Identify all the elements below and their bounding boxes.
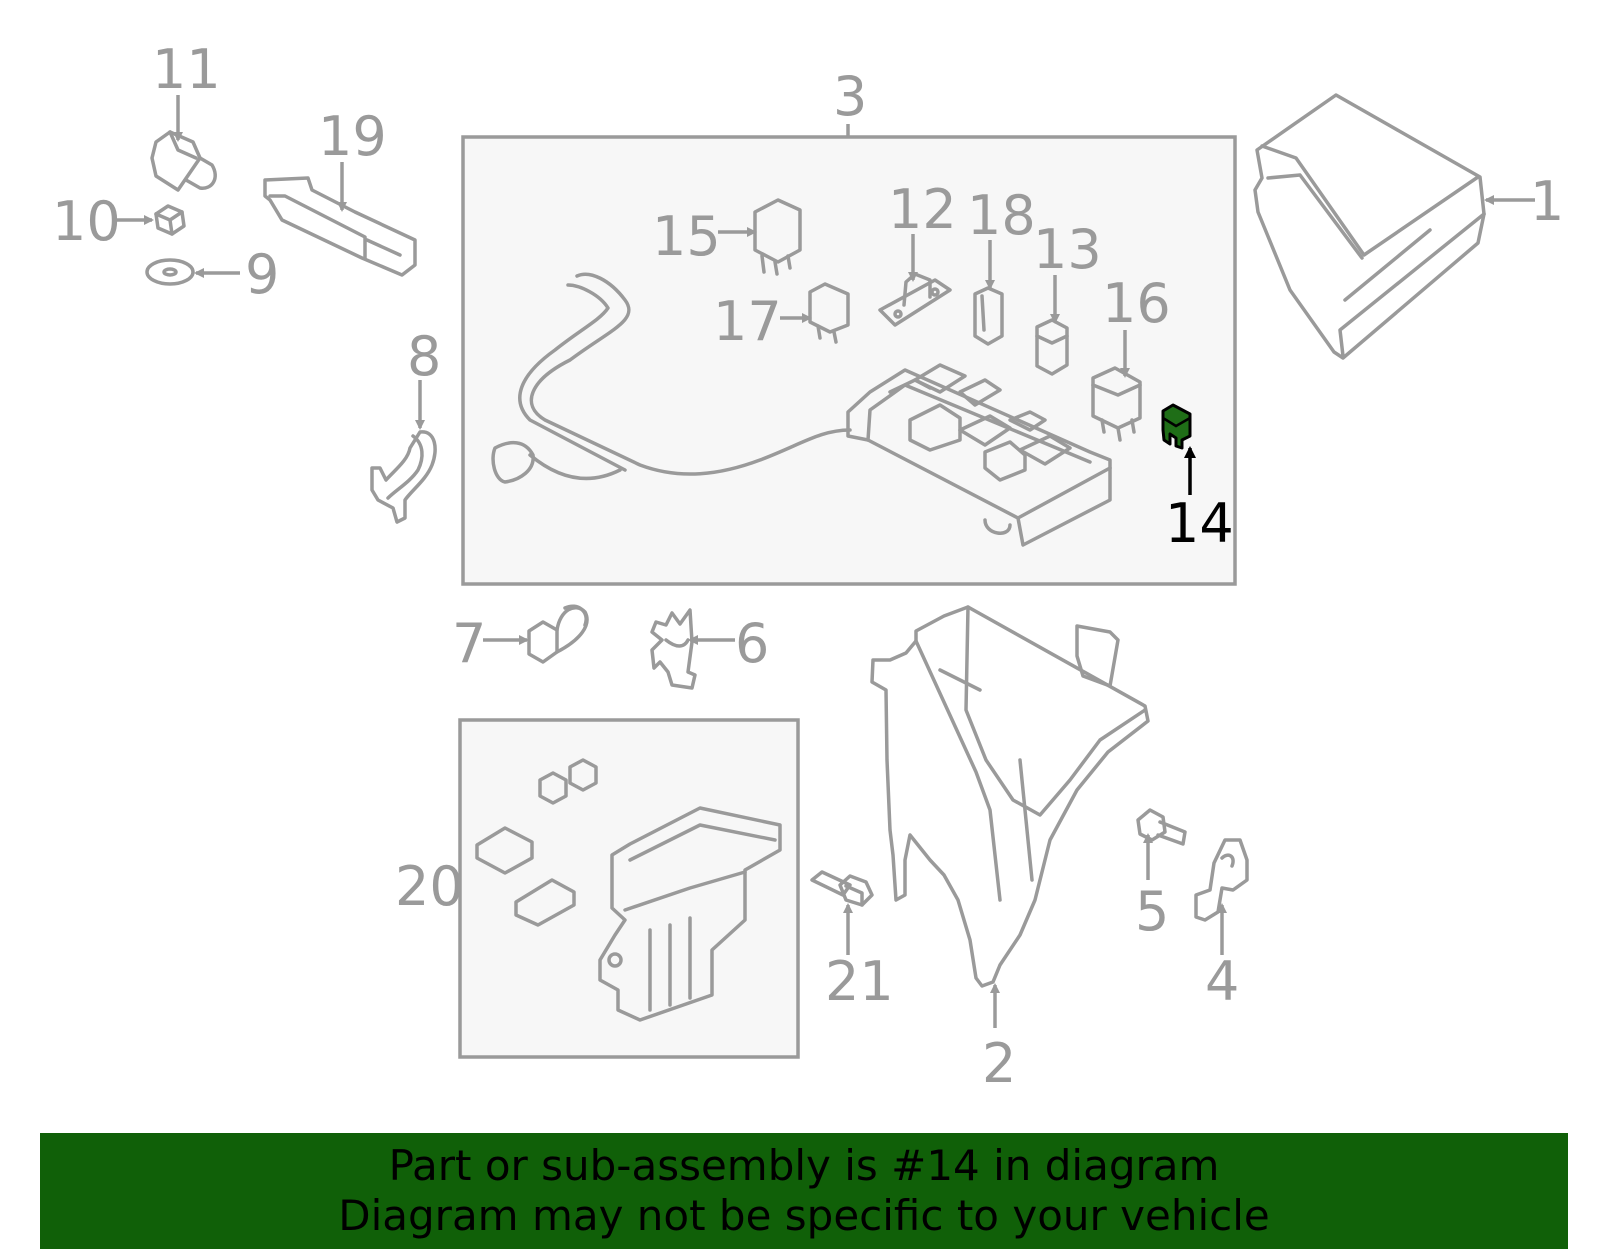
- callout-7[interactable]: 7: [452, 612, 486, 675]
- part-9-washer[interactable]: [145, 258, 195, 286]
- part-2-tray[interactable]: [870, 605, 1150, 988]
- callout-9[interactable]: 9: [245, 243, 279, 306]
- part-3-fuse-box[interactable]: [491, 272, 1112, 547]
- part-20-subassembly[interactable]: [475, 758, 782, 1022]
- part-19-bracket[interactable]: [263, 176, 417, 277]
- callout-5[interactable]: 5: [1135, 880, 1169, 943]
- banner-line-2: Diagram may not be specific to your vehi…: [338, 1191, 1270, 1240]
- callout-19[interactable]: 19: [318, 105, 387, 168]
- banner-line-1: Part or sub-assembly is #14 in diagram: [388, 1141, 1220, 1190]
- info-banner: Part or sub-assembly is #14 in diagram D…: [40, 1133, 1568, 1249]
- callout-1[interactable]: 1: [1530, 170, 1564, 233]
- part-15-relay[interactable]: [753, 198, 802, 276]
- assembly-box-20: [458, 718, 800, 1059]
- callout-3[interactable]: 3: [833, 65, 867, 128]
- part-8-clip[interactable]: [370, 430, 437, 524]
- part-5-bolt[interactable]: [1136, 808, 1187, 846]
- part-16-relay[interactable]: [1091, 366, 1142, 442]
- callout-21[interactable]: 21: [825, 950, 894, 1013]
- part-6-clip[interactable]: [650, 608, 697, 690]
- callout-6[interactable]: 6: [735, 612, 769, 675]
- part-21-bolt[interactable]: [810, 870, 874, 907]
- callout-13[interactable]: 13: [1033, 218, 1102, 281]
- callout-10[interactable]: 10: [52, 190, 121, 253]
- part-1-cover[interactable]: [1253, 93, 1486, 360]
- callout-2[interactable]: 2: [982, 1032, 1016, 1095]
- callout-14[interactable]: 14: [1165, 492, 1234, 555]
- callout-4[interactable]: 4: [1205, 950, 1239, 1013]
- part-11-sensor[interactable]: [150, 130, 217, 192]
- callout-labels: 1 2 3 4 5 6 7 8 9 10 11 12 13 14 15 16 1…: [52, 38, 1564, 1095]
- callout-arrows: [115, 95, 1535, 1028]
- callout-15[interactable]: 15: [652, 205, 721, 268]
- part-7-connector[interactable]: [527, 604, 589, 664]
- callout-8[interactable]: 8: [407, 325, 441, 388]
- callout-17[interactable]: 17: [713, 290, 782, 353]
- callout-20[interactable]: 20: [395, 855, 464, 918]
- callout-16[interactable]: 16: [1102, 272, 1171, 335]
- part-14-fuse-highlighted[interactable]: [1161, 403, 1192, 450]
- callout-12[interactable]: 12: [888, 178, 957, 241]
- assembly-box-3: [461, 135, 1237, 586]
- part-10-nut[interactable]: [154, 204, 186, 236]
- callout-18[interactable]: 18: [967, 184, 1036, 247]
- callout-11[interactable]: 11: [152, 38, 221, 101]
